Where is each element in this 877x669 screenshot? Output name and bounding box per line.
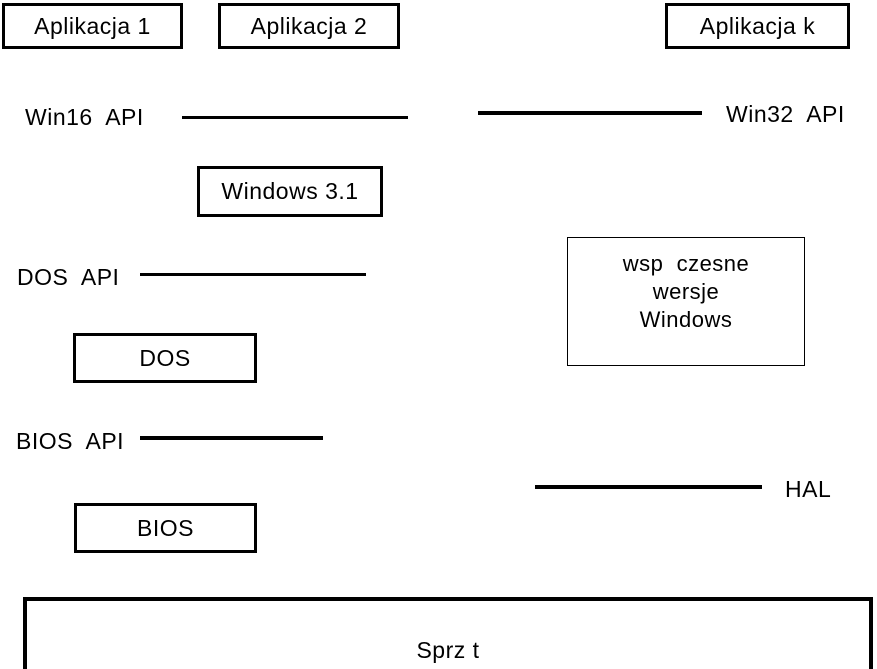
box-aplikacja-k: Aplikacja k <box>665 3 850 49</box>
box-bios: BIOS <box>74 503 257 553</box>
box-modern-windows: wsp czesne wersje Windows <box>567 237 805 366</box>
dos-api-label: DOS API <box>17 264 120 290</box>
box-hardware: Sprz t <box>23 597 873 669</box>
win32-api-label: Win32 API <box>726 101 845 127</box>
box-windows-31: Windows 3.1 <box>197 166 383 217</box>
box-aplikacja-k-label: Aplikacja k <box>699 12 816 39</box>
box-aplikacja-2-label: Aplikacja 2 <box>250 12 368 39</box>
box-aplikacja-2: Aplikacja 2 <box>218 3 400 49</box>
win16-api-label: Win16 API <box>25 104 144 130</box>
win32-api-line <box>478 111 702 115</box>
box-hardware-label: Sprz t <box>416 637 480 663</box>
dos-api-line <box>140 273 366 276</box>
box-modern-windows-line2: wersje <box>652 279 720 304</box>
box-dos: DOS <box>73 333 257 383</box>
bios-api-line <box>140 436 323 440</box>
win16-api-line <box>182 116 408 119</box>
hal-line <box>535 485 762 489</box>
box-modern-windows-line3: Windows <box>639 307 733 332</box>
box-aplikacja-1-label: Aplikacja 1 <box>34 12 151 39</box>
box-bios-label: BIOS <box>137 514 194 541</box>
hal-label: HAL <box>785 476 832 502</box>
box-aplikacja-1: Aplikacja 1 <box>2 3 183 49</box>
bios-api-label: BIOS API <box>16 428 125 454</box>
box-dos-label: DOS <box>139 344 191 371</box>
box-windows-31-label: Windows 3.1 <box>221 178 359 204</box>
box-modern-windows-line1: wsp czesne <box>622 251 750 276</box>
